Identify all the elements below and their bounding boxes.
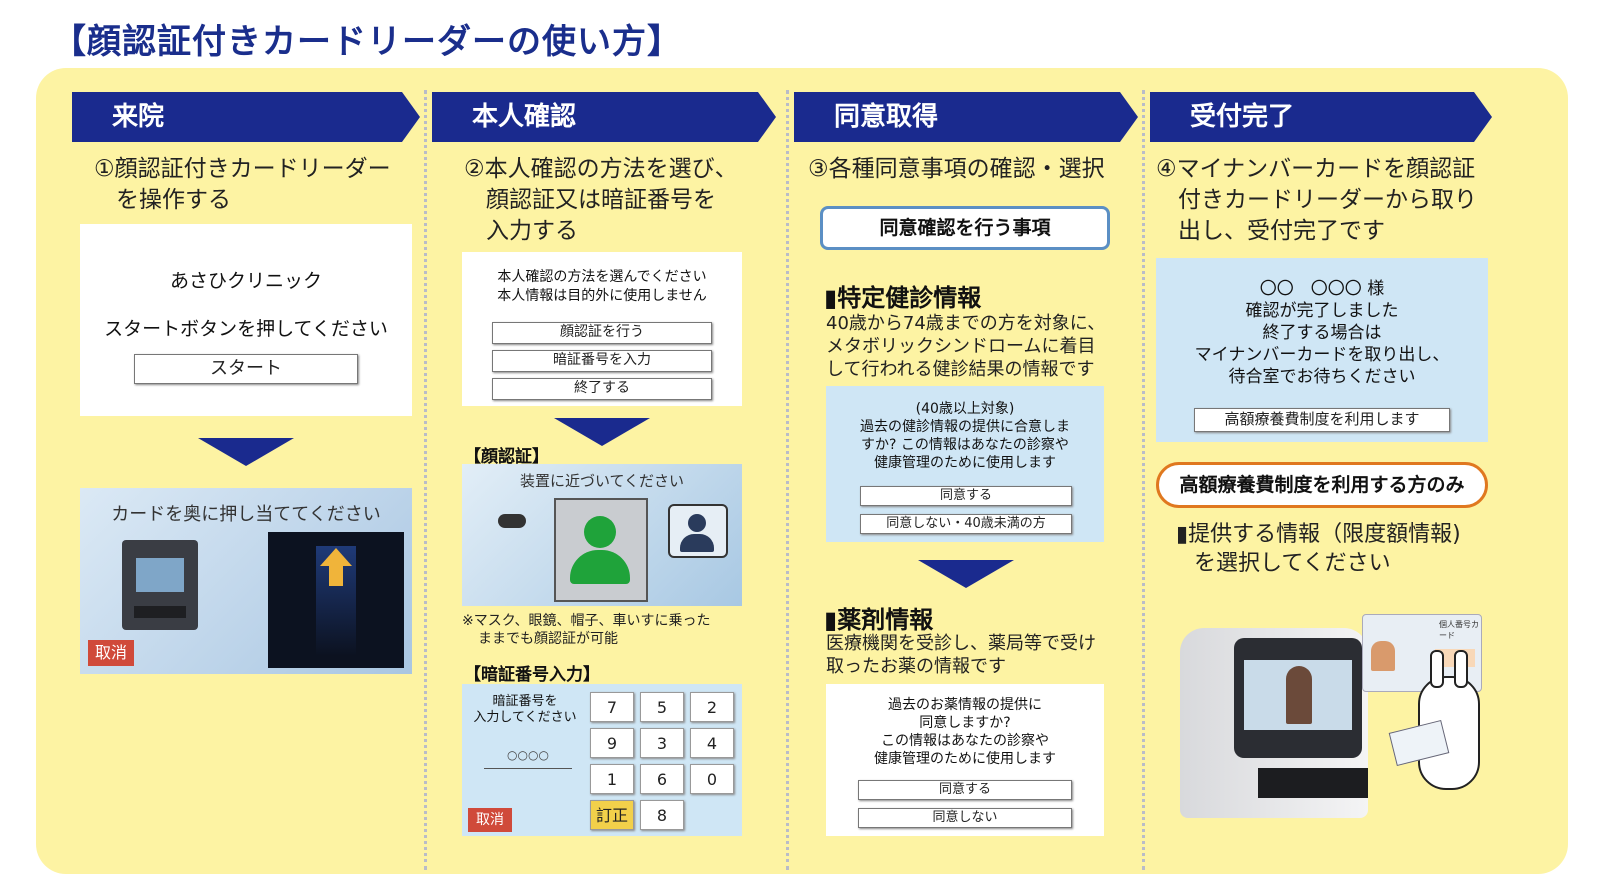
medication-title: ▮薬剤情報 [824, 606, 934, 634]
consent-items-box: 同意確認を行う事項 [820, 206, 1110, 250]
no-sunglasses-icon [498, 514, 526, 528]
health-checkup-desc: 40歳から74歳までの方を対象に、メタボリックシンドロームに着目して行われる健診… [826, 313, 1106, 380]
pin-input[interactable]: ○○○○ [484, 748, 572, 769]
face-auth-label: 【顔認証】 [464, 447, 549, 467]
high-cost-button[interactable]: 高額療養費制度を利用します [1194, 408, 1450, 432]
down-arrow [554, 418, 650, 446]
clinic-name: あさひクリニック [169, 270, 322, 292]
method-instruction: 本人確認の方法を選んでください [497, 269, 707, 285]
divider [786, 90, 789, 870]
key-0[interactable]: 0 [690, 764, 734, 794]
card-insert-screen: カードを奥に押し当ててください 取消 [80, 488, 412, 674]
pin-screen: 暗証番号を 入力してください ○○○○ 7 5 2 9 3 4 1 6 0 訂正… [462, 684, 742, 836]
privacy-note: 本人情報は目的外に使用しません [497, 288, 707, 304]
up-arrow-icon [320, 548, 352, 566]
start-instruction: スタートボタンを押してください [104, 318, 388, 340]
step-1-text: ①顔認証付きカードリーダー を操作する [94, 156, 391, 213]
cancel-button[interactable]: 取消 [88, 640, 134, 666]
card-reader-icon [122, 540, 198, 630]
pin-prompt: 入力してください [473, 710, 577, 725]
step-4-text: ④マイナンバーカードを顔認証 付きカードリーダーから取り 出し、受付完了です [1156, 156, 1477, 244]
health-consent-screen: (40歳以上対象)過去の健診情報の提供に合意しま すか? この情報はあなたの診察… [826, 386, 1104, 542]
card-photo-icon [1371, 641, 1395, 671]
pin-entry-button[interactable]: 暗証番号を入力 [492, 350, 712, 372]
step-2-text: ②本人確認の方法を選び、 顔認証又は暗証番号を 入力する [464, 156, 738, 244]
approach-instruction: 装置に近づいてください [519, 472, 685, 490]
health-agree-button[interactable]: 同意する [860, 486, 1072, 506]
key-9[interactable]: 9 [590, 728, 634, 758]
user-photo-icon [668, 504, 728, 558]
person-icon [584, 516, 616, 548]
key-4[interactable]: 4 [690, 728, 734, 758]
face-auth-note: ※マスク、眼鏡、帽子、車いすに乗った ままでも顔認証が可能 [462, 613, 711, 647]
face-auth-button[interactable]: 顔認証を行う [492, 322, 712, 344]
key-7[interactable]: 7 [590, 692, 634, 722]
medication-disagree-button[interactable]: 同意しない [858, 808, 1072, 828]
key-1[interactable]: 1 [590, 764, 634, 794]
completion-screen: 〇〇 〇〇〇 様確認が完了しました終了する場合は マイナンバーカードを取り出し、… [1156, 258, 1488, 442]
pin-label: 【暗証番号入力】 [464, 665, 600, 685]
key-2[interactable]: 2 [690, 692, 734, 722]
pin-cancel-button[interactable]: 取消 [468, 808, 512, 832]
header-identity: 本人確認 [432, 92, 776, 142]
user-photo-icon [1286, 666, 1312, 724]
exit-button[interactable]: 終了する [492, 378, 712, 400]
page-title: 【顔認証付きカードリーダーの使い方】 [52, 22, 682, 62]
face-frame [554, 498, 648, 602]
correct-button[interactable]: 訂正 [590, 800, 634, 830]
health-consent-question: (40歳以上対象)過去の健診情報の提供に合意しま すか? この情報はあなたの診察… [860, 401, 1070, 471]
completion-message: 〇〇 〇〇〇 様確認が完了しました終了する場合は マイナンバーカードを取り出し、… [1194, 279, 1450, 387]
down-arrow [198, 438, 294, 466]
auth-method-screen: 本人確認の方法を選んでください 本人情報は目的外に使用しません 顔認証を行う 暗… [462, 252, 742, 406]
start-screen: あさひクリニック スタートボタンを押してください スタート [80, 224, 412, 416]
divider [1142, 90, 1145, 870]
start-button[interactable]: スタート [134, 354, 358, 384]
high-cost-only-pill: 高額療養費制度を利用する方のみ [1156, 462, 1488, 508]
limit-info-desc: ▮提供する情報（限度額情報) を選択してください [1176, 522, 1461, 576]
key-8[interactable]: 8 [640, 800, 684, 830]
header-consent: 同意取得 [794, 92, 1138, 142]
medication-agree-button[interactable]: 同意する [858, 780, 1072, 800]
down-arrow [918, 560, 1014, 588]
card-slot [1258, 768, 1368, 798]
health-checkup-title: ▮特定健診情報 [824, 284, 982, 312]
card-slot-view [268, 532, 404, 668]
medication-consent-question: 過去のお薬情報の提供に同意しますか? この情報はあなたの診察や健康管理のために使… [874, 697, 1056, 767]
header-complete: 受付完了 [1150, 92, 1492, 142]
divider [424, 90, 427, 870]
card-reader-device [1180, 628, 1368, 818]
step-3-text: ③各種同意事項の確認・選択 [808, 156, 1105, 182]
header-visit: 来院 [72, 92, 420, 142]
card-label: 個人番号カード [1439, 620, 1479, 640]
key-3[interactable]: 3 [640, 728, 684, 758]
health-disagree-button[interactable]: 同意しない・40歳未満の方 [860, 514, 1072, 534]
face-auth-screen: 装置に近づいてください [462, 464, 742, 606]
key-5[interactable]: 5 [640, 692, 684, 722]
key-6[interactable]: 6 [640, 764, 684, 794]
device-screen [1234, 638, 1362, 758]
medication-desc: 医療機関を受診し、薬局等で受け取ったお薬の情報です [826, 633, 1096, 677]
card-instruction: カードを奥に押し当ててください [111, 504, 381, 525]
medication-consent-screen: 過去のお薬情報の提供に同意しますか? この情報はあなたの診察や健康管理のために使… [826, 684, 1104, 836]
pin-prompt: 暗証番号を [492, 694, 558, 709]
